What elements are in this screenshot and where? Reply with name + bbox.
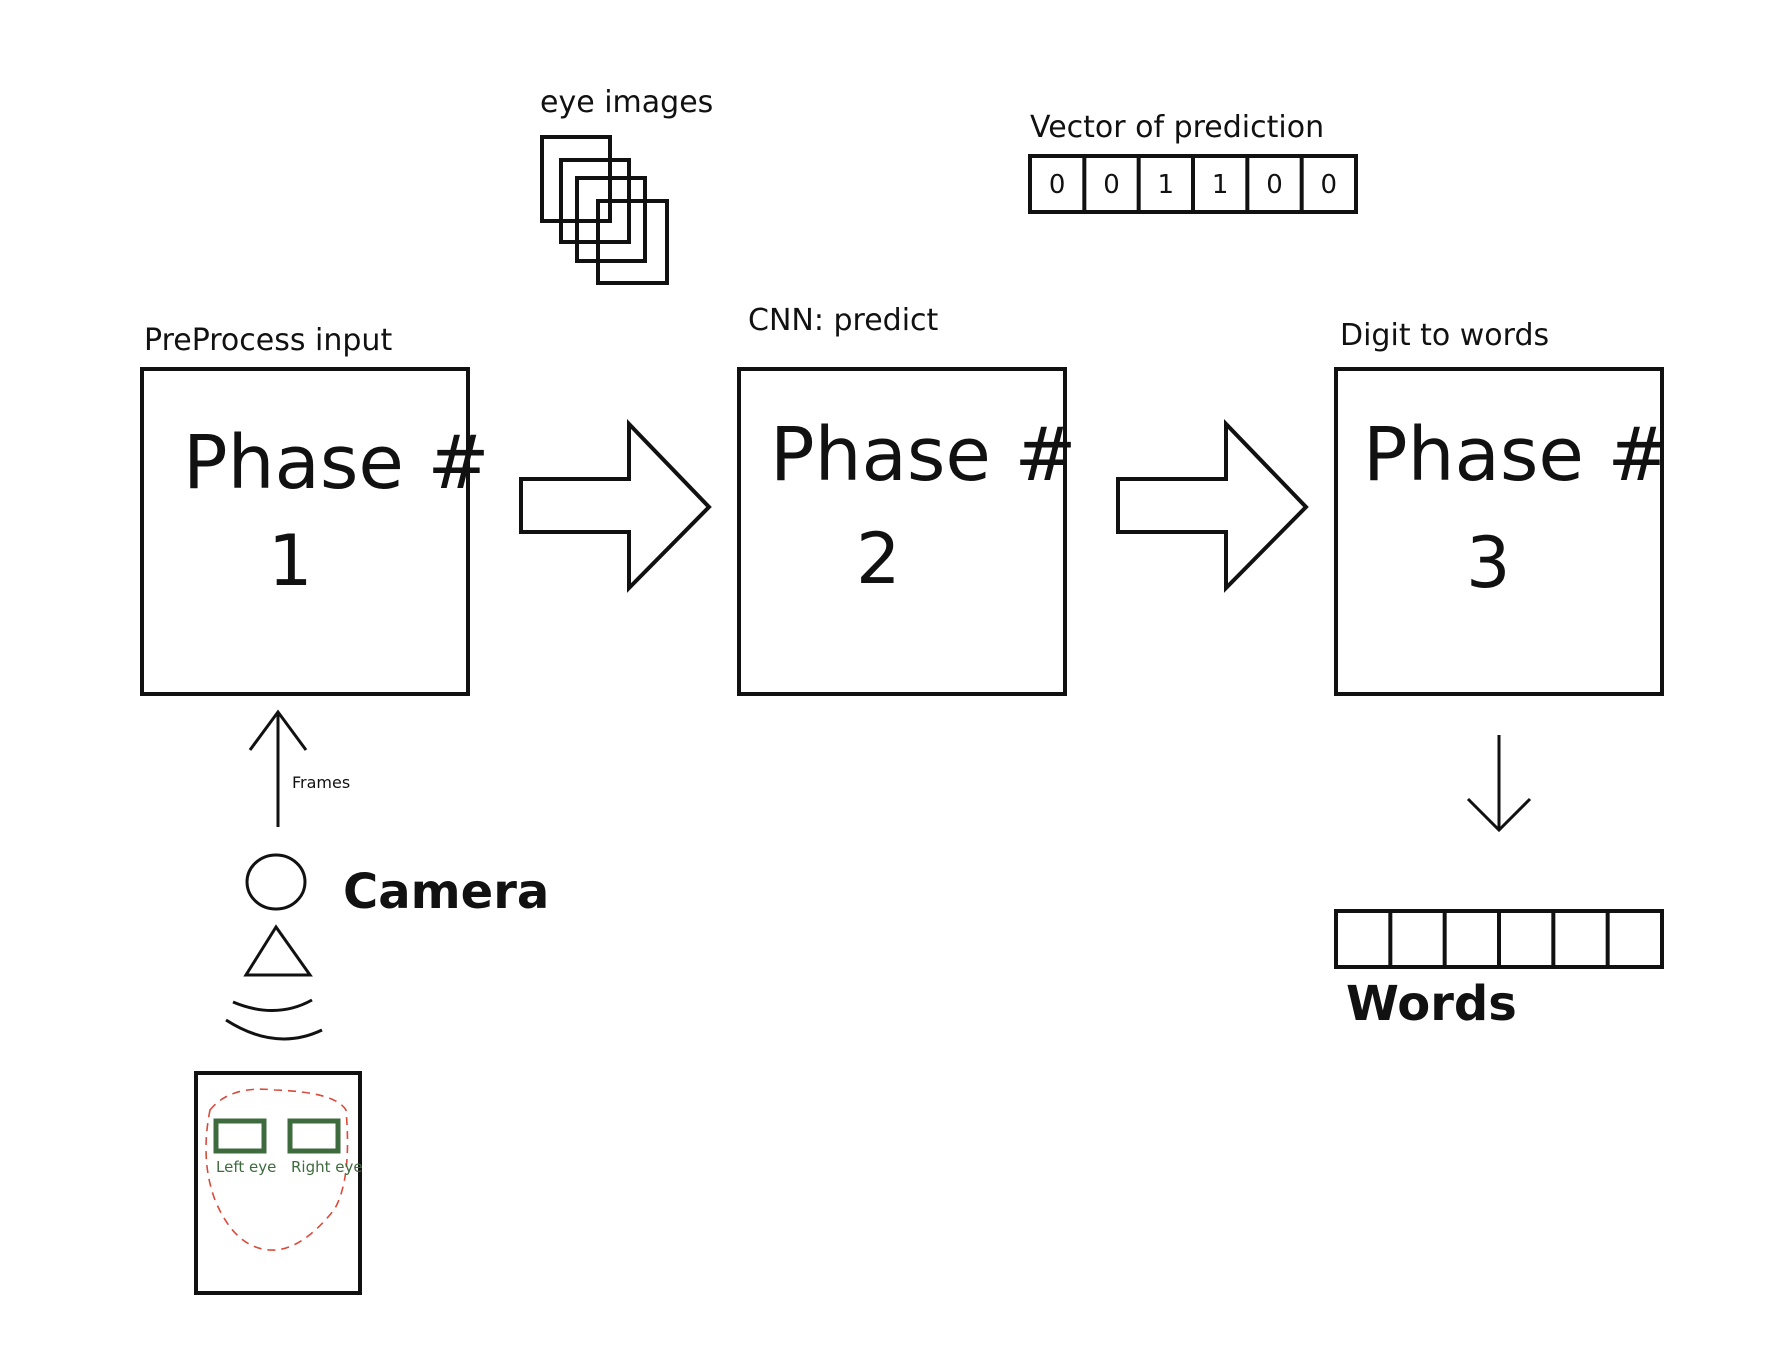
- camera-lens: [245, 853, 307, 911]
- prediction-vector: Vector of prediction 0 0 1 1 0 0: [1028, 110, 1358, 214]
- phase-2: CNN: predict Phase # 2: [737, 303, 1076, 696]
- signal-wave: [225, 1018, 323, 1041]
- down-arrow: [1466, 735, 1532, 833]
- prediction-vector-label: Vector of prediction: [1030, 110, 1324, 145]
- right-eye-label: Right eye: [291, 1158, 363, 1176]
- phase-1-title: Phase #: [183, 420, 489, 506]
- vector-cell-value: 1: [1158, 170, 1175, 200]
- vector-cell-value: 0: [1049, 170, 1066, 200]
- big-arrow-right: [1116, 419, 1309, 593]
- words-vector: Words: [1334, 909, 1664, 1032]
- phase-1-caption: PreProcess input: [144, 323, 392, 358]
- subject-face-card: Left eye Right eye: [194, 1071, 363, 1295]
- eye-images-stack: eye images: [540, 85, 713, 285]
- face-outline: [205, 1088, 349, 1251]
- eye-images-label: eye images: [540, 85, 713, 120]
- phase-3: Digit to words Phase # 3: [1334, 318, 1669, 696]
- phase-1: PreProcess input Phase # 1: [140, 323, 489, 696]
- face-card-frame: [194, 1071, 362, 1295]
- phase-2-caption: CNN: predict: [748, 303, 939, 338]
- vector-cell-value: 0: [1321, 170, 1338, 200]
- phase-2-number: 2: [856, 518, 901, 600]
- frames-arrow-head: [248, 709, 308, 751]
- phase-3-number: 3: [1466, 522, 1511, 604]
- camera-icon: Camera: [225, 853, 549, 1041]
- vector-cell-value: 1: [1212, 170, 1229, 200]
- right-eye-box: [287, 1118, 341, 1154]
- left-eye-label: Left eye: [216, 1158, 276, 1176]
- camera-stand: [243, 924, 313, 977]
- words-vector-cells: [1388, 911, 1610, 967]
- eye-image-square: [575, 176, 647, 263]
- eye-image-square: [596, 199, 669, 285]
- phase-1-number: 1: [268, 520, 313, 602]
- prediction-vector-cells: 0 0 1 1 0 0: [1049, 156, 1337, 212]
- phase-1-box: [140, 367, 470, 696]
- down-arrow-head: [1466, 797, 1532, 833]
- phase-2-title: Phase #: [770, 412, 1076, 498]
- phase-3-title: Phase #: [1363, 412, 1669, 498]
- big-arrow-right: [519, 419, 712, 593]
- frames-arrow: Frames: [248, 709, 350, 827]
- vector-cell-value: 0: [1103, 170, 1120, 200]
- frames-label: Frames: [292, 773, 350, 792]
- vector-cell-value: 0: [1266, 170, 1283, 200]
- phase-2-box: [737, 367, 1067, 696]
- phase-3-caption: Digit to words: [1340, 318, 1549, 353]
- camera-label: Camera: [343, 864, 549, 920]
- left-eye-box: [213, 1118, 267, 1154]
- signal-wave: [232, 998, 313, 1012]
- words-label: Words: [1346, 976, 1517, 1032]
- phase-3-box: [1334, 367, 1664, 696]
